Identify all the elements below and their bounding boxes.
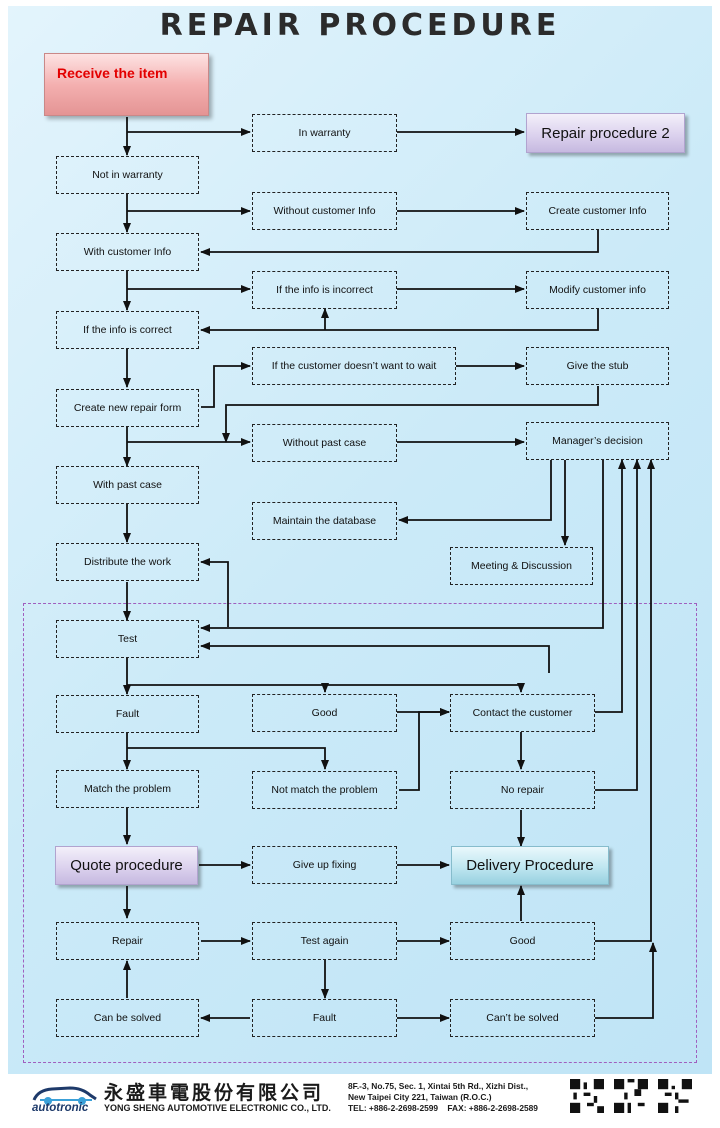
create-repair-form-node: Create new repair form <box>56 389 199 427</box>
autotronic-car-logo-icon <box>32 1086 97 1105</box>
contact-line: TEL: +886-2-2698-2599 FAX: +886-2-2698-2… <box>348 1103 538 1114</box>
page-title: REPAIR PROCEDURE <box>159 8 561 43</box>
with-customer-info-node: With customer Info <box>56 233 199 271</box>
test-again-node: Test again <box>252 922 397 960</box>
receive-item-node: Receive the item <box>44 53 209 116</box>
good-node: Good <box>252 694 397 732</box>
fax: FAX: +886-2-2698-2589 <box>447 1103 538 1113</box>
maintain-database-node: Maintain the database <box>252 502 397 540</box>
contact-customer-node: Contact the customer <box>450 694 595 732</box>
repair-node: Repair <box>56 922 199 960</box>
without-customer-info-node: Without customer Info <box>252 192 397 230</box>
qr-code-icon[interactable] <box>570 1079 604 1113</box>
info-incorrect-node: If the info is incorrect <box>252 271 397 309</box>
give-stub-node: Give the stub <box>526 347 669 385</box>
modify-customer-info-node: Modify customer info <box>526 271 669 309</box>
with-past-case-node: With past case <box>56 466 199 504</box>
brand-name: autotronic <box>32 1102 89 1114</box>
create-customer-info-node: Create customer Info <box>526 192 669 230</box>
good-2-node: Good <box>450 922 595 960</box>
not-match-problem-node: Not match the problem <box>252 771 397 809</box>
meeting-discussion-node: Meeting & Discussion <box>450 547 593 585</box>
cant-be-solved-node: Can’t be solved <box>450 999 595 1037</box>
test-section-boundary <box>23 603 697 1063</box>
receive-item-label: Receive the item <box>57 65 168 81</box>
company-name-english: YONG SHENG AUTOMOTIVE ELECTRONIC CO., LT… <box>104 1103 331 1113</box>
without-past-case-node: Without past case <box>252 424 397 462</box>
repair-procedure-2-node: Repair procedure 2 <box>526 113 685 153</box>
fault-2-node: Fault <box>252 999 397 1037</box>
can-be-solved-node: Can be solved <box>56 999 199 1037</box>
managers-decision-node: Manager’s decision <box>526 422 669 460</box>
address-line-2: New Taipei City 221, Taiwan (R.O.C.) <box>348 1092 492 1102</box>
qr-code-icon[interactable] <box>614 1079 648 1113</box>
test-node: Test <box>56 620 199 658</box>
quote-procedure-node: Quote procedure <box>55 846 198 885</box>
give-up-fixing-node: Give up fixing <box>252 846 397 884</box>
in-warranty-node: In warranty <box>252 114 397 152</box>
info-correct-node: If the info is correct <box>56 311 199 349</box>
delivery-procedure-node: Delivery Procedure <box>451 846 609 885</box>
company-address: 8F.-3, No.75, Sec. 1, Xintai 5th Rd., Xi… <box>348 1081 538 1114</box>
not-in-warranty-node: Not in warranty <box>56 156 199 194</box>
telephone: TEL: +886-2-2698-2599 <box>348 1103 439 1113</box>
address-line-1: 8F.-3, No.75, Sec. 1, Xintai 5th Rd., Xi… <box>348 1081 529 1091</box>
company-name-chinese: 永盛車電股份有限公司 <box>104 1082 325 1104</box>
customer-not-wait-node: If the customer doesn’t want to wait <box>252 347 456 385</box>
no-repair-node: No repair <box>450 771 595 809</box>
distribute-work-node: Distribute the work <box>56 543 199 581</box>
qr-code-icon[interactable] <box>658 1079 692 1113</box>
match-problem-node: Match the problem <box>56 770 199 808</box>
fault-node: Fault <box>56 695 199 733</box>
